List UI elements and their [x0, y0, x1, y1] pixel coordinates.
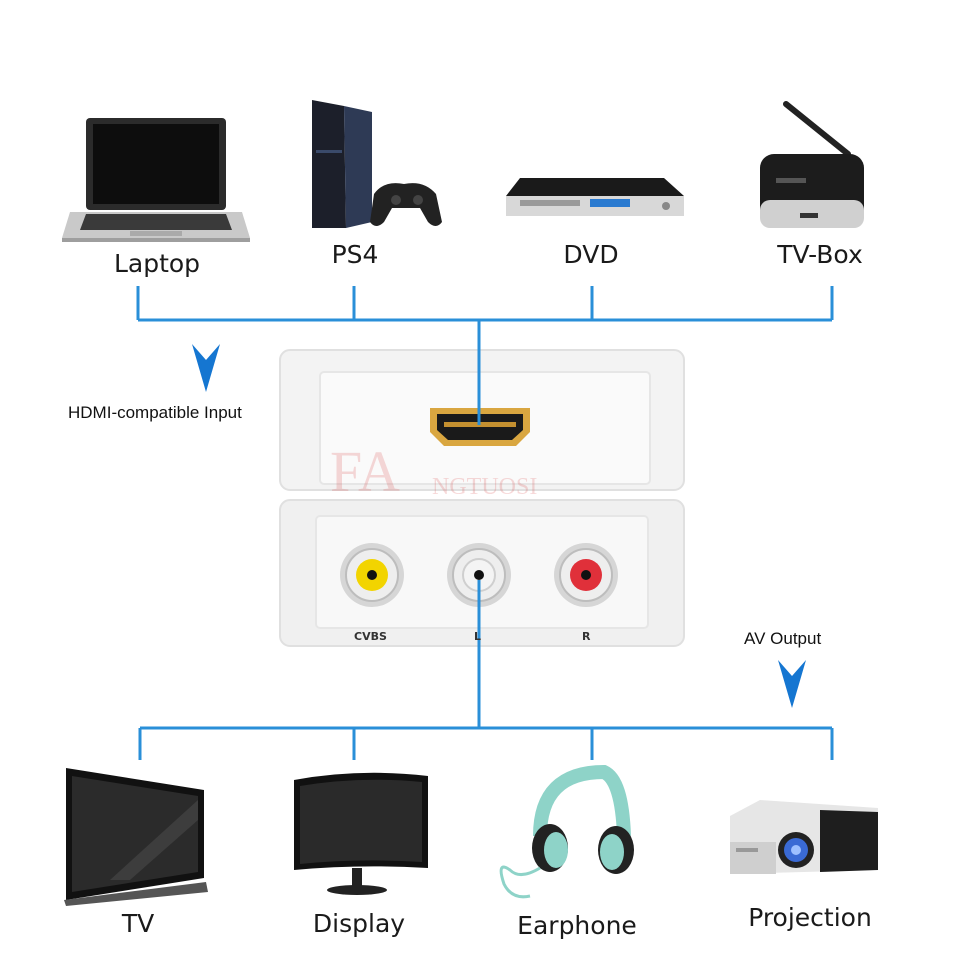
input-label-ps4: PS4: [331, 240, 379, 269]
output-note: AV Output: [744, 629, 822, 648]
watermark-small: NGTUOSI: [432, 474, 538, 500]
rca-port-right-icon: [554, 543, 618, 607]
rca-port-cvbs-icon: [340, 543, 404, 607]
output-label-display: Display: [312, 909, 406, 938]
output-label-tv: TV: [121, 909, 155, 938]
port-label-left: L: [474, 630, 482, 643]
input-arrow-icon: [192, 344, 220, 392]
output-label-earphone: Earphone: [517, 911, 637, 940]
input-note: HDMI-compatible Input: [68, 403, 242, 422]
port-label-right: R: [582, 630, 591, 643]
output-label-projection: Projection: [748, 903, 872, 932]
port-label-cvbs: CVBS: [354, 630, 387, 643]
input-label-dvd: DVD: [563, 240, 619, 269]
rca-port-left-icon: [447, 543, 511, 607]
input-label-tv-box: TV-Box: [777, 240, 863, 269]
input-label-laptop: Laptop: [113, 249, 201, 278]
watermark-big: FA: [330, 439, 400, 504]
output-arrow-icon: [778, 660, 806, 708]
